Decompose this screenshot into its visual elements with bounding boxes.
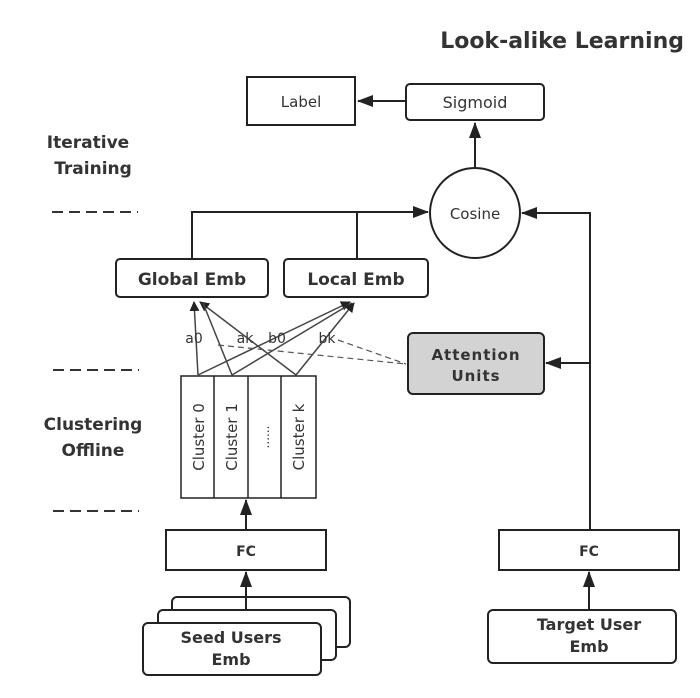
cluster-k: Cluster k bbox=[290, 403, 308, 470]
seed-users-node: Seed Users Emb bbox=[142, 596, 351, 676]
fc-to-cosine-arrow bbox=[521, 207, 591, 530]
weight-a0: a0 bbox=[185, 331, 203, 347]
weight-ak: ak bbox=[237, 331, 255, 347]
section-label-offline: Offline bbox=[62, 441, 125, 461]
section-label-training-text: Training bbox=[54, 159, 132, 179]
label-node-text: Label bbox=[281, 93, 321, 111]
attention-units-node: Attention Units bbox=[407, 332, 545, 395]
seed-users-line1: Seed Users bbox=[180, 628, 281, 647]
cosine-node-text: Cosine bbox=[450, 205, 500, 223]
sigmoid-node-text: Sigmoid bbox=[443, 93, 508, 112]
fc-right-text: FC bbox=[579, 544, 599, 560]
arrow-b0 bbox=[197, 301, 351, 376]
seed-users-line2: Emb bbox=[211, 650, 250, 669]
cluster-1: Cluster 1 bbox=[223, 403, 241, 471]
global-emb-node: Global Emb bbox=[115, 258, 269, 298]
emb-to-cosine-arrow bbox=[191, 206, 429, 260]
attention-link-b bbox=[337, 339, 407, 365]
global-emb-text: Global Emb bbox=[138, 270, 246, 290]
arrow-bk bbox=[295, 302, 355, 376]
cosine-node: Cosine bbox=[429, 167, 521, 259]
cluster-0: Cluster 0 bbox=[190, 403, 208, 471]
attention-line1: Attention bbox=[431, 346, 520, 364]
weight-bk: bk bbox=[319, 331, 337, 347]
attention-line2: Units bbox=[451, 367, 500, 385]
section-label-clustering: Clustering bbox=[44, 415, 143, 435]
arrow-ak bbox=[199, 301, 297, 376]
target-user-line1: Target User bbox=[537, 615, 641, 634]
label-node: Label bbox=[246, 76, 356, 126]
weight-b0: b0 bbox=[268, 331, 286, 347]
fc-left-text: FC bbox=[236, 544, 256, 560]
target-user-node: Target User Emb bbox=[487, 609, 677, 664]
attention-link-a bbox=[217, 344, 407, 365]
arrow-cluster1-global bbox=[202, 302, 233, 376]
fc-left-node: FC bbox=[165, 529, 327, 571]
local-emb-node: Local Emb bbox=[283, 258, 429, 298]
cluster-ellipsis: ...... bbox=[258, 426, 272, 449]
section-label-iterative: Iterative bbox=[47, 133, 129, 153]
sigmoid-node: Sigmoid bbox=[405, 83, 545, 121]
target-user-line2: Emb bbox=[569, 637, 608, 656]
local-emb-text: Local Emb bbox=[307, 270, 404, 290]
cluster-group: Cluster 0 Cluster 1 ...... Cluster k bbox=[180, 375, 317, 499]
diagram-title: Look-alike Learning bbox=[440, 29, 684, 54]
arrow-cluster1-local bbox=[231, 302, 353, 376]
arrow-a0 bbox=[189, 301, 200, 376]
fc-right-node: FC bbox=[498, 529, 680, 571]
